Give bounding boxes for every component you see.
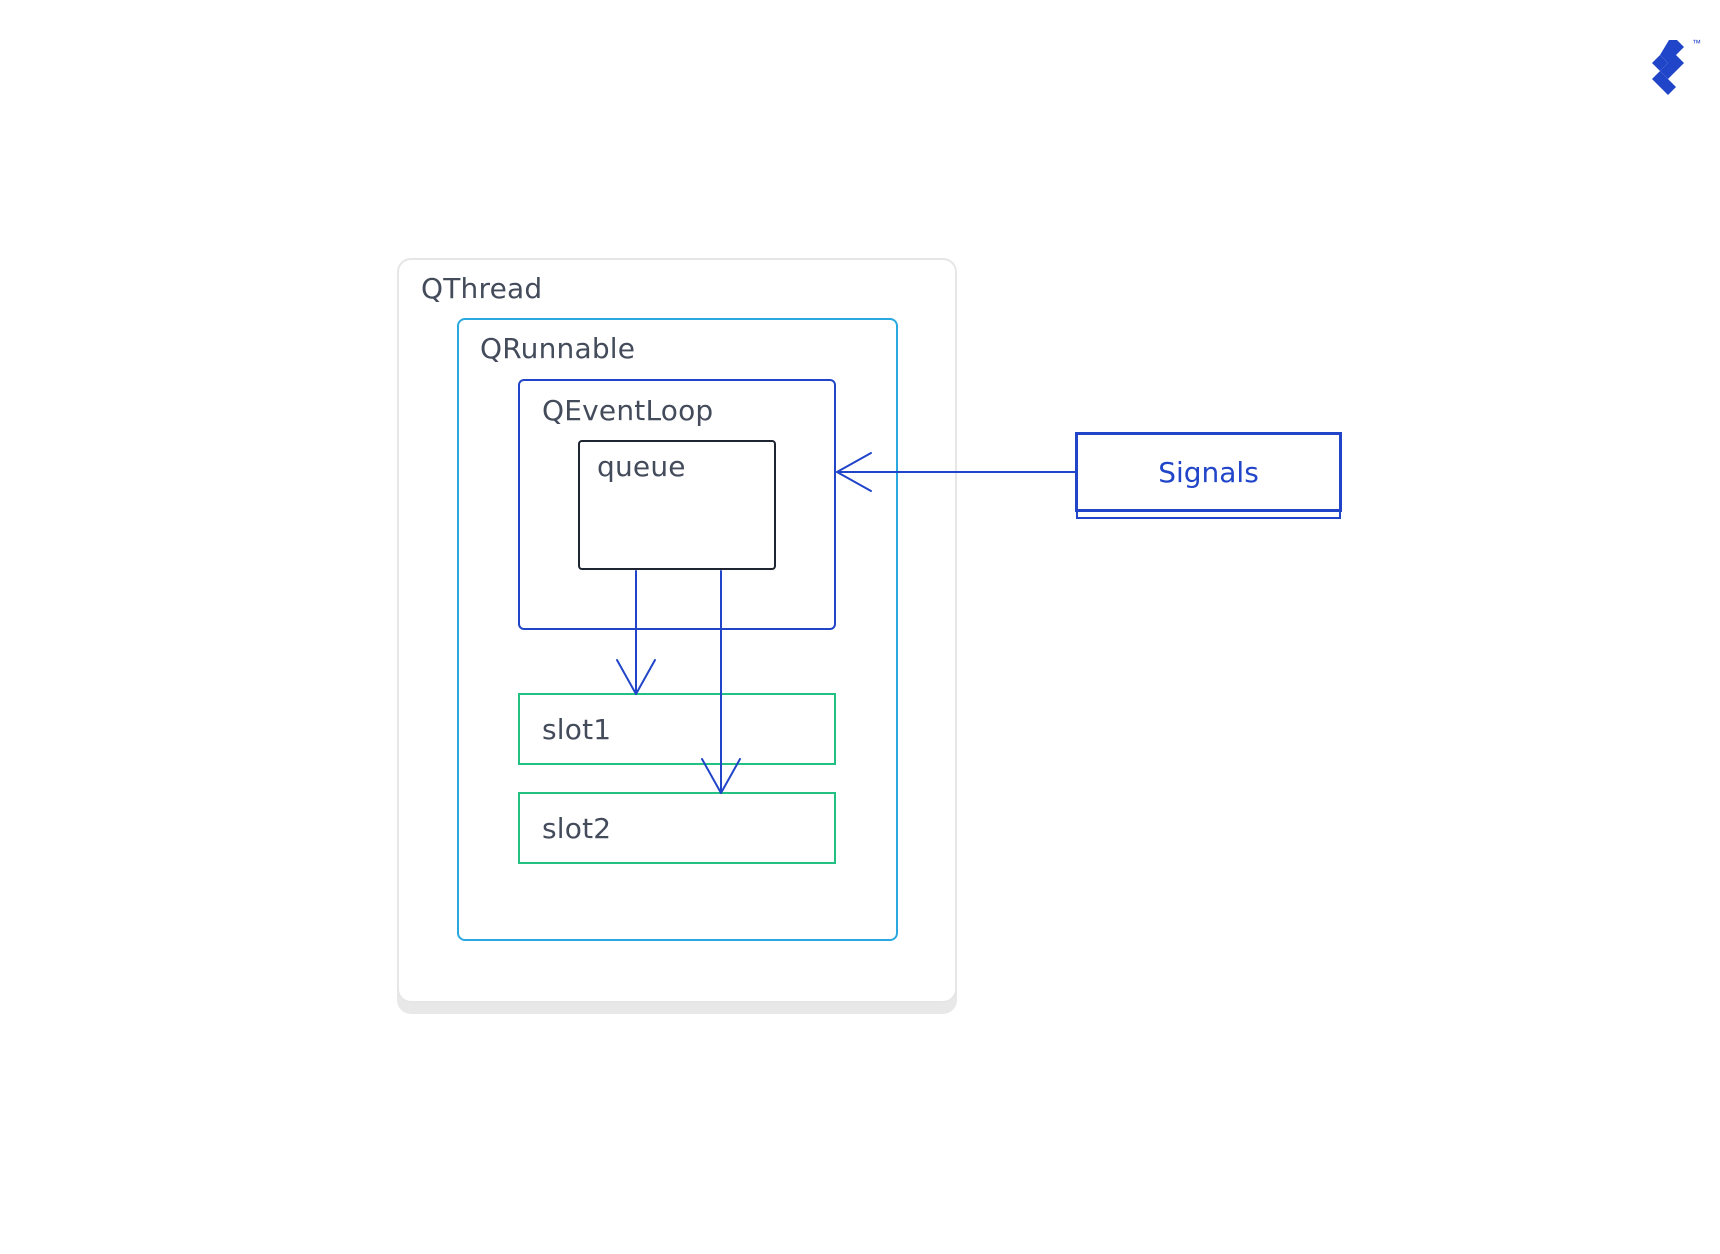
qeventloop-label: QEventLoop [542, 394, 714, 427]
slot1-label: slot1 [542, 713, 612, 746]
signals-label: Signals [1158, 455, 1259, 489]
signals-box: Signals [1075, 432, 1342, 512]
trademark-symbol: ™ [1692, 38, 1701, 48]
queue-label: queue [597, 450, 686, 483]
qthread-label: QThread [421, 272, 543, 305]
slot2-label: slot2 [542, 812, 612, 845]
slot2-box: slot2 [518, 792, 836, 864]
slot1-box: slot1 [518, 693, 836, 765]
queue-box: queue [578, 440, 776, 570]
toptal-logo-icon: ™ [1652, 38, 1701, 95]
qrunnable-label: QRunnable [480, 332, 636, 365]
